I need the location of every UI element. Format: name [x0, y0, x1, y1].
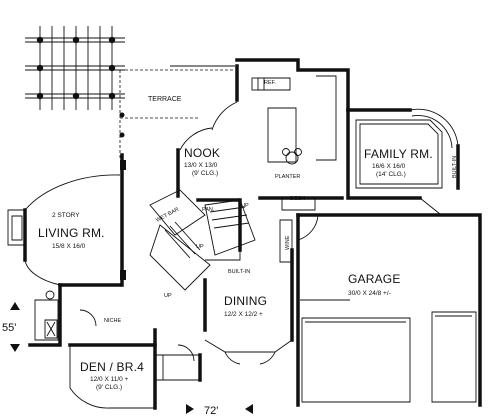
terrace-label: TERRACE: [148, 96, 182, 103]
stair-up-3: UP: [164, 293, 172, 299]
family-room-walls: [346, 108, 460, 215]
stair-core: [149, 189, 256, 291]
planter-label: PLANTER: [275, 174, 300, 180]
terrace-outline: [119, 65, 235, 160]
stair-up-2: UP: [196, 244, 204, 250]
nook-dimensions: 13/0 X 13/0: [184, 162, 218, 169]
den-title: DEN / BR.4: [80, 360, 144, 374]
ref-label: REF.: [264, 80, 276, 86]
dining-dimensions: 12/2 X 12/2 +: [224, 311, 263, 318]
nook-ceiling: (9' CLG.): [192, 170, 218, 177]
built-in-right-label: BUILT-IN: [452, 156, 458, 178]
garage-title: GARAGE: [348, 272, 401, 286]
den-ceiling: (9' CLG.): [96, 384, 122, 391]
dining-walls: [203, 248, 294, 365]
pergola: [25, 26, 125, 138]
depth-dimension-marker: [10, 302, 20, 352]
width-dimension: 72': [204, 405, 218, 417]
kitchen-walls: [176, 58, 350, 198]
family-room-dimensions: 16/6 X 16/0: [372, 163, 406, 170]
living-room-title: LIVING RM.: [38, 226, 105, 240]
bath-niche: [28, 283, 97, 347]
built-in-center-label: BUILT-IN: [228, 269, 250, 275]
desk-label: DESK: [290, 196, 305, 202]
stair-up-1: UP: [241, 203, 249, 209]
family-room-ceiling: (14' CLG.): [376, 171, 406, 178]
living-room-walls: [7, 153, 126, 287]
living-two-story: 2 STORY: [52, 212, 80, 219]
niche-label: NICHE: [104, 318, 121, 324]
garage-dimensions: 30/0 X 24/8 +/-: [348, 290, 391, 297]
wine-label: WINE: [285, 235, 291, 250]
family-room-title: FAMILY RM.: [364, 147, 433, 161]
desk-wine: [258, 196, 344, 263]
dining-title: DINING: [224, 294, 267, 308]
living-room-dimensions: 15/8 X 16/0: [52, 243, 86, 250]
den-dimensions: 12/0 X 11/0 +: [90, 376, 129, 383]
garage-walls: [296, 213, 482, 407]
nook-title: NOOK: [184, 146, 220, 160]
pantry-label: PAN.: [202, 207, 215, 213]
depth-dimension: 55': [2, 322, 16, 334]
width-dimension-marker: [186, 404, 253, 414]
den-walls: [68, 328, 202, 410]
